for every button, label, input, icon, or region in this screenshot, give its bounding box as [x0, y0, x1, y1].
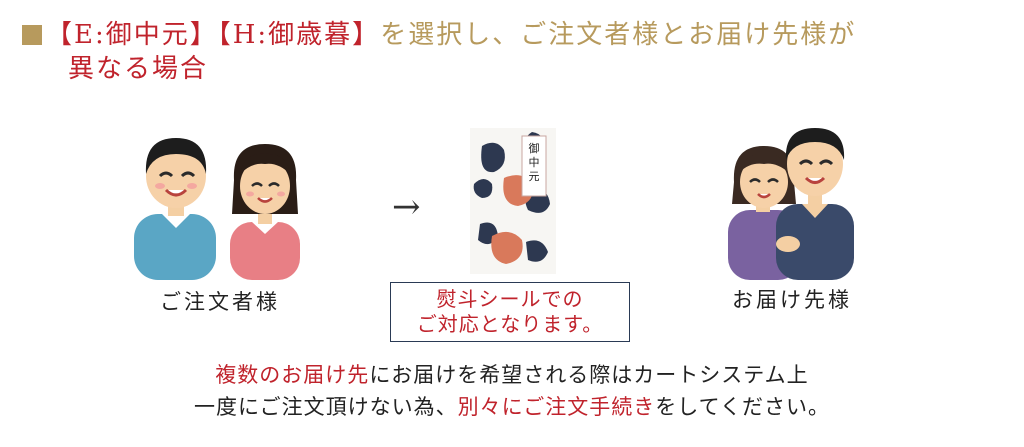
heading-text: を選択し、ご注文者様とお届け先様が: [380, 20, 857, 50]
recipient-label: お届け先様: [732, 288, 852, 312]
notice-line2: ご対応となります。: [416, 312, 604, 336]
square-bullet-icon: [22, 25, 42, 45]
orderer-couple-illustration: [134, 138, 300, 280]
heading-text-line2: 異なる場合: [68, 54, 209, 84]
heading-h-label: 【H:御歳暮】: [217, 20, 381, 50]
orderer-label: ご注文者様: [160, 290, 280, 314]
ochugen-package-illustration: 御中元: [470, 128, 556, 274]
notice-line1: 熨斗シールでの: [436, 287, 584, 311]
note-line2-text-b: をしてください。: [655, 395, 830, 419]
section-heading: 【E:御中元】【H:御歳暮】を選択し、ご注文者様とお届け先様が 異なる場合: [22, 18, 1002, 86]
heading-e-label: 【E:御中元】: [46, 20, 218, 50]
note-line2-text-a: 一度にご注文頂けない為、: [194, 395, 458, 419]
recipient-couple-illustration: [728, 128, 854, 280]
package-label: 御中元: [529, 141, 540, 183]
note-separate-orders: 別々にご注文手続き: [457, 395, 656, 419]
note-multiple-destinations: 複数のお届け先: [215, 363, 370, 387]
note-line2: 一度にご注文頂けない為、別々にご注文手続きをしてください。: [0, 392, 1024, 422]
note-line1-text: にお届けを希望される際はカートシステム上: [369, 363, 809, 387]
right-arrow-icon: →: [392, 187, 421, 227]
noshi-seal-notice-box: 熨斗シールでの ご対応となります。: [390, 282, 630, 342]
note-line1: 複数のお届け先にお届けを希望される際はカートシステム上: [0, 360, 1024, 390]
